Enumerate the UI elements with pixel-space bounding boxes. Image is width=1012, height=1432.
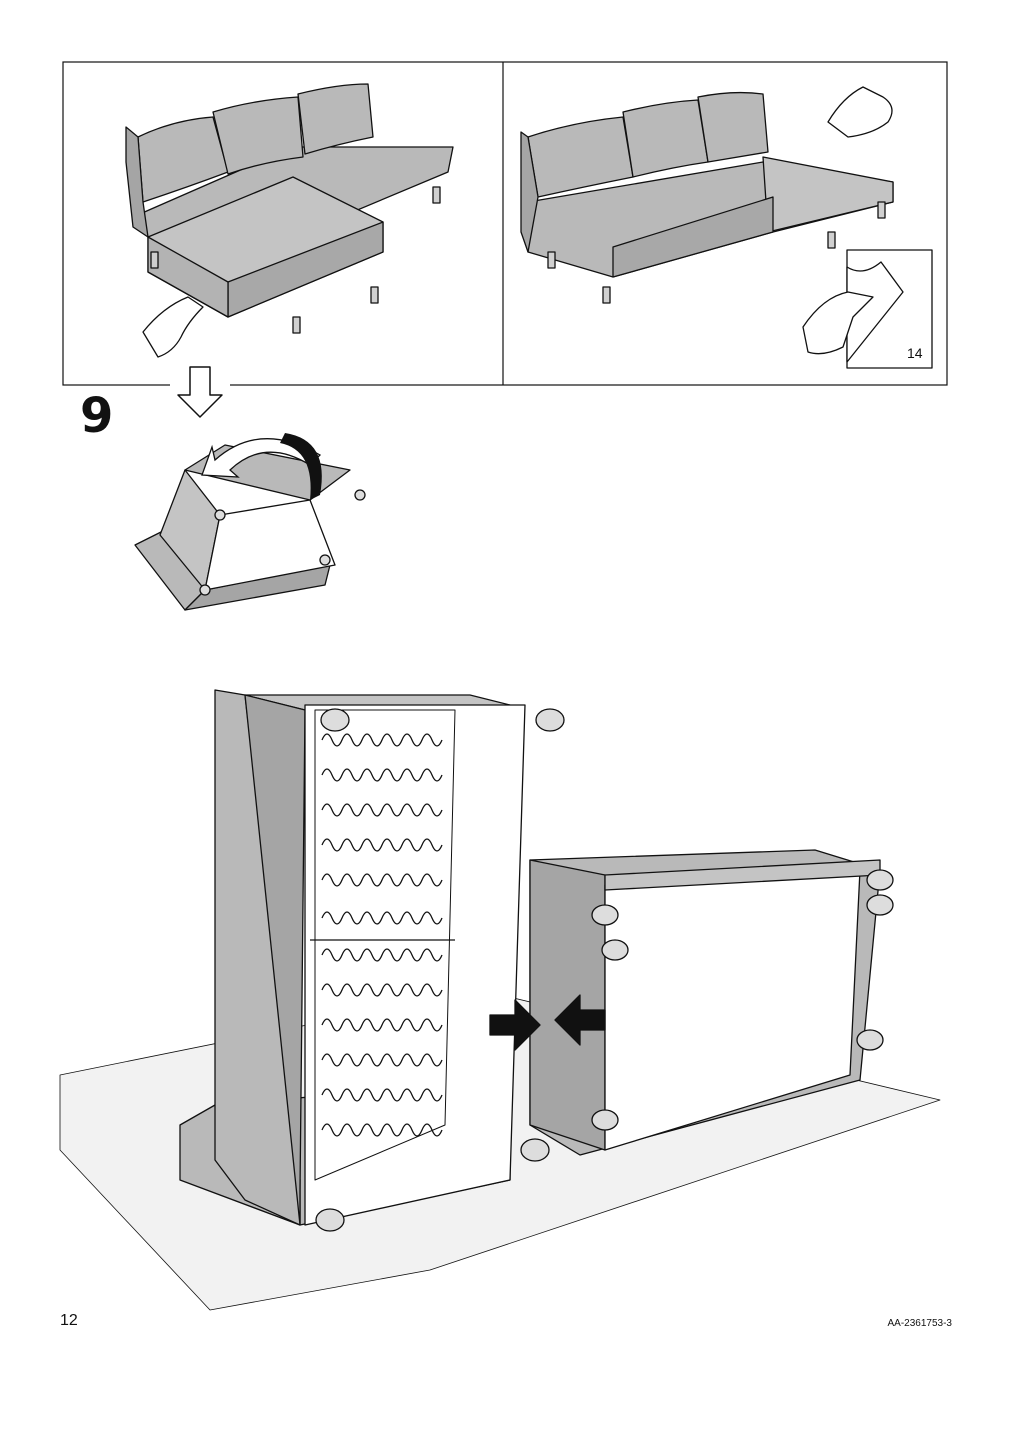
down-arrow-icon [170, 366, 230, 418]
hand-icon [827, 86, 893, 138]
sofa-with-chaise-right [520, 86, 933, 369]
push-arrow-left-icon [554, 994, 606, 1046]
sofa-sections-joined-illustration [59, 689, 941, 1311]
push-arrow-right-icon [489, 999, 541, 1051]
step-number: 9 [80, 388, 114, 444]
sofa-with-chaise-left [125, 83, 454, 358]
flip-sofa-illustration [134, 433, 366, 611]
document-id: AA-2361753-3 [887, 1318, 953, 1329]
reference-page-number: 14 [907, 345, 923, 361]
page-number: 12 [60, 1312, 78, 1329]
hand-icon [142, 296, 204, 358]
top-panel [62, 61, 948, 386]
